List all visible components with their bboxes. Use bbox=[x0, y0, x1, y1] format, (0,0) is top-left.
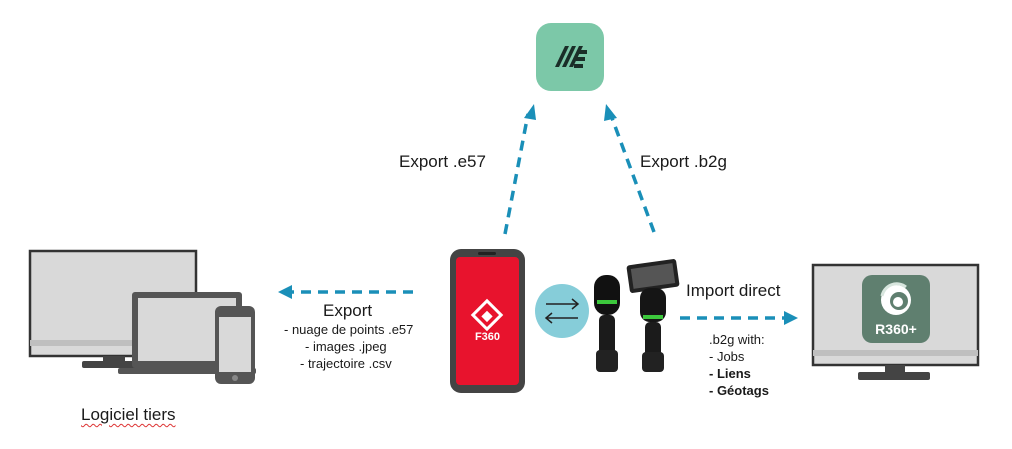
export-item-images: - images .jpeg bbox=[305, 339, 387, 354]
teal-app-icon bbox=[536, 23, 604, 91]
central-phone bbox=[450, 249, 525, 393]
smartphone-icon bbox=[215, 306, 255, 384]
arrow-export-b2g bbox=[604, 104, 656, 233]
b2g-title: .b2g with: bbox=[709, 332, 765, 347]
export-label: Export bbox=[323, 301, 373, 320]
arrow-export-e57 bbox=[503, 104, 536, 235]
export-item-trajectory: - trajectoire .csv bbox=[300, 356, 392, 371]
export-b2g-label: Export .b2g bbox=[640, 152, 727, 171]
export-item-point-cloud: - nuage de points .e57 bbox=[284, 322, 414, 337]
r360-app-icon bbox=[862, 275, 930, 343]
arrow-import-direct bbox=[680, 311, 798, 325]
export-e57-label: Export .e57 bbox=[399, 152, 486, 171]
import-direct-label: Import direct bbox=[686, 281, 781, 300]
r360-app-label: R360+ bbox=[875, 321, 917, 337]
b2g-item-jobs: - Jobs bbox=[709, 349, 745, 364]
logiciel-tiers-label: Logiciel tiers bbox=[81, 405, 176, 425]
b2g-item-liens: - Liens bbox=[709, 366, 751, 381]
arrow-export-left bbox=[278, 285, 413, 299]
logiciel-word: Logiciel tiers bbox=[81, 405, 176, 424]
b2g-item-geotags: - Géotags bbox=[709, 383, 769, 398]
scanner-device-icon bbox=[594, 259, 680, 372]
f360-app-label: F360 bbox=[474, 331, 501, 343]
sync-icon bbox=[535, 284, 589, 338]
